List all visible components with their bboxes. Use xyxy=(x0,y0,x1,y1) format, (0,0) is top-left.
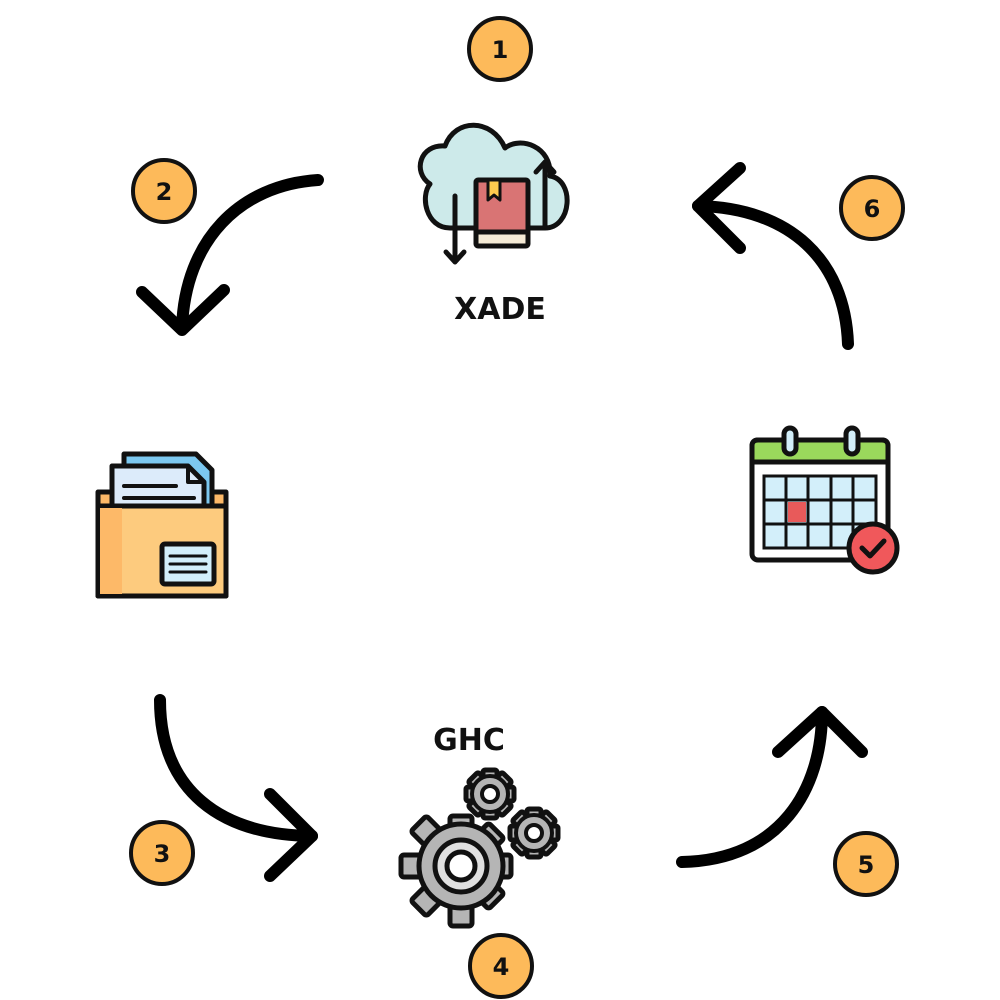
step-badge-2: 2 xyxy=(131,158,197,224)
step-number: 4 xyxy=(493,953,510,981)
arrow-2 xyxy=(136,174,324,336)
step-1-label: XADE xyxy=(454,292,546,327)
calendar-check-icon xyxy=(749,425,900,575)
step-number: 5 xyxy=(858,851,875,879)
step-number: 6 xyxy=(864,195,881,223)
arrow-5 xyxy=(676,706,868,868)
step-number: 2 xyxy=(156,178,173,206)
step-badge-3: 3 xyxy=(129,820,195,886)
cloud-book-sync-icon xyxy=(417,122,570,265)
folder-documents-icon xyxy=(95,451,229,599)
step-badge-4: 4 xyxy=(468,933,534,999)
step-badge-6: 6 xyxy=(839,175,905,241)
arrow-3 xyxy=(154,694,318,882)
gears-icon xyxy=(398,767,561,929)
step-number: 1 xyxy=(492,36,509,64)
step-number: 3 xyxy=(154,840,171,868)
step-4-label: GHC xyxy=(433,723,505,758)
step-badge-1: 1 xyxy=(467,16,533,82)
arrow-6 xyxy=(692,162,854,350)
step-badge-5: 5 xyxy=(833,831,899,897)
